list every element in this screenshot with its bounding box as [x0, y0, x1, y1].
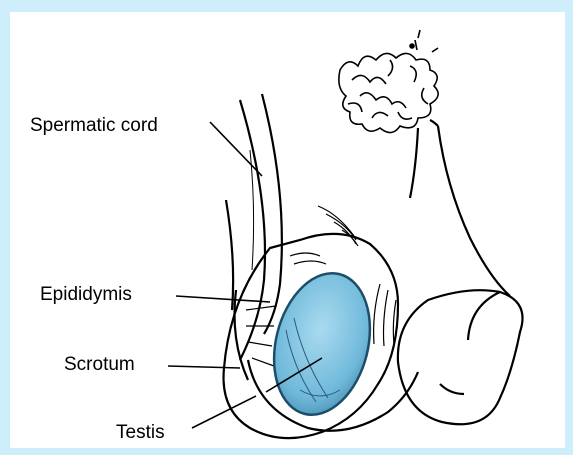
label-scrotum: Scrotum	[64, 354, 135, 375]
pubic-hair	[339, 30, 438, 133]
label-epididymis: Epididymis	[40, 284, 132, 305]
label-spermatic-cord: Spermatic cord	[30, 115, 158, 136]
label-testis: Testis	[116, 422, 165, 443]
penis-outline	[398, 120, 523, 424]
